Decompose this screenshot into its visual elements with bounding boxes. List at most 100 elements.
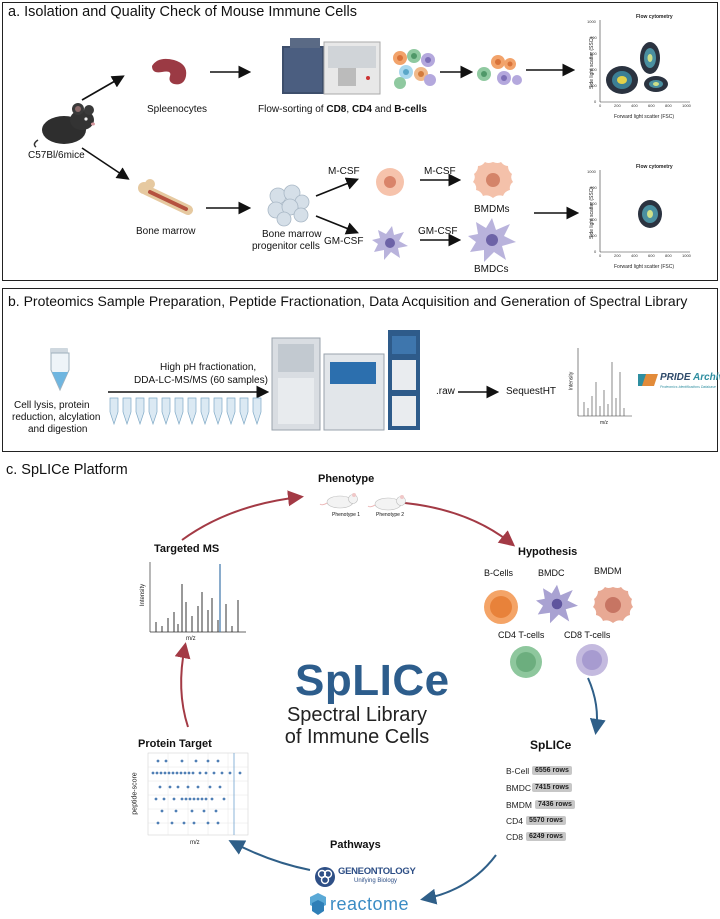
splice-center-subtitle-1: Spectral Library (286, 704, 428, 726)
mcsf-label-2: M-CSF (424, 166, 456, 177)
sequest-label: SequestHT (506, 386, 557, 397)
protein-target-ylabel: peptide-score (131, 772, 139, 815)
spectrum-small-xlabel: m/z (600, 420, 609, 426)
lysis-label-1: Cell lysis, protein (14, 400, 90, 411)
flow-plot-bottom-xtick-0: 0 (599, 253, 602, 258)
cd8-label: CD8 T-cells (564, 630, 611, 640)
bmdc-hypothesis-icon (536, 584, 578, 624)
flow-plot-top-title: Flow cytometry (636, 14, 673, 20)
flow-plot-top-xtick-1: 200 (614, 103, 621, 108)
splice-center-subtitle-2: of Immune Cells (284, 726, 430, 748)
flow-plot-bottom-xtick-5: 1000 (682, 253, 691, 258)
flow-plot-bottom-ytick-1: 200 (590, 233, 597, 238)
mcsf-label-1: M-CSF (328, 166, 360, 177)
flow-plot-bottom-xtick-3: 600 (648, 253, 655, 258)
bmdm-icon (473, 162, 513, 198)
arrow-mouse-to-spleen (81, 63, 580, 247)
cd8-icon (576, 644, 608, 676)
flow-plot-bottom-title: Flow cytometry (636, 164, 673, 170)
protein-target-xlabel: m/z (190, 840, 200, 846)
bmdms-label: BMDMs (474, 204, 510, 215)
lysis-label-2: reduction, alcylation (12, 412, 101, 423)
library-row-cd4-label: CD4 (506, 816, 524, 826)
protein-target-plot (147, 752, 249, 836)
reactome-logo-icon (310, 893, 326, 915)
spleen-label: Spleenocytes (147, 104, 208, 115)
gene-ontology-logo-icon (315, 867, 335, 887)
gmcsf-label-2: GM-CSF (418, 226, 458, 237)
flow-sorter-icon (282, 38, 381, 95)
bcell-icon (484, 590, 518, 624)
library-row-bmdc-count: 7415 rows (532, 783, 572, 792)
mixed-cells-icon (393, 49, 436, 89)
flow-plot-bottom-ytick-2: 400 (590, 217, 597, 222)
cd4-label: CD4 T-cells (498, 630, 545, 640)
bmdcs-label: BMDCs (474, 264, 509, 275)
bmdm-label: BMDM (594, 566, 622, 576)
flow-plot-bottom-ytick-3: 600 (590, 201, 597, 206)
phenotype-1-label: Phenotype 1 (332, 512, 361, 518)
dendritic-precursor-icon (372, 226, 408, 260)
flow-plot-top-ytick-0: 0 (594, 99, 597, 104)
bmdc-label: BMDC (538, 568, 565, 578)
tube-icon (50, 348, 70, 392)
macrophage-precursor-icon (376, 168, 404, 196)
flow-plot-bottom-axes (599, 170, 690, 253)
bmdm-hypothesis-icon (593, 587, 633, 623)
flow-plot-top-xtick-4: 800 (665, 103, 672, 108)
flow-plot-bottom: Flow cytometry Side light scatter (SSC) … (578, 160, 713, 272)
bone-icon (138, 179, 193, 215)
targeted-ms-ylabel: Intensity (140, 583, 147, 607)
hypothesis-heading: Hypothesis (518, 546, 578, 558)
bcells-label: B-Cells (484, 568, 514, 578)
phenotype-2-label: Phenotype 2 (376, 512, 405, 518)
flow-plot-top-ytick-1: 200 (590, 83, 597, 88)
library-row-bmdm-count: 7436 rows (535, 800, 575, 809)
panel-c-title: c. SpLICe Platform (6, 462, 128, 478)
flow-plot-bottom-ytick-0: 0 (594, 249, 597, 254)
mouse-icon (33, 103, 95, 148)
library-row-cd8-count: 6249 rows (526, 832, 566, 841)
flow-sort-label: Flow-sorting of CD8, CD4 and B-cells (258, 104, 427, 115)
flow-plot-top-xlabel: Forward light scatter (FSC) (614, 114, 675, 120)
flow-plot-top-xtick-3: 600 (648, 103, 655, 108)
panel-a-title: a. Isolation and Quality Check of Mouse … (8, 4, 357, 20)
mouse-label: C57Bl/6mice (28, 150, 85, 161)
gmcsf-label-1: GM-CSF (324, 236, 364, 247)
reactome-text: reactome (330, 894, 410, 914)
flow-plot-top-xtick-5: 1000 (682, 103, 691, 108)
progenitor-label-1: Bone marrow (262, 229, 322, 240)
progenitor-label-2: progenitor cells (252, 241, 320, 252)
progenitor-cells-icon (267, 184, 310, 227)
library-row-bmdm-label: BMDM (506, 800, 532, 810)
splice-center-title: SpLICe (295, 656, 450, 705)
flow-plot-top: Flow cytometry Side light scatter (SSC) … (578, 10, 713, 122)
mass-spectrometer-icon (271, 330, 420, 431)
flow-plot-top-axes (599, 20, 690, 103)
mouse-phenotype-1-icon (319, 493, 358, 509)
spleen-icon (152, 58, 187, 85)
targeted-ms-heading: Targeted MS (154, 543, 220, 555)
panel-b-title: b. Proteomics Sample Preparation, Peptid… (8, 293, 688, 309)
flow-plot-top-ytick-5: 1000 (587, 19, 596, 24)
frac-label-2: DDA-LC-MS/MS (60 samples) (134, 375, 268, 386)
flow-plot-top-xtick-2: 400 (631, 103, 638, 108)
sorted-cells-icon (477, 55, 522, 85)
pride-logo-icon (638, 374, 658, 386)
flow-plot-bottom-ytick-4: 800 (590, 185, 597, 190)
gene-ontology-text: GENEONTOLOGY (338, 866, 416, 877)
flow-plot-bottom-ytick-5: 1000 (587, 169, 596, 174)
library-row-bcell-label: B-Cell (506, 766, 530, 776)
library-row-cd4-count: 5570 rows (526, 816, 566, 825)
phenotype-heading: Phenotype (318, 473, 375, 485)
bmdc-icon (468, 218, 516, 262)
raw-label: .raw (436, 386, 455, 397)
spectrum-small-icon (577, 348, 632, 417)
flow-plot-top-ytick-3: 600 (590, 51, 597, 56)
protein-target-heading: Protein Target (138, 738, 212, 750)
mouse-phenotype-2-icon (367, 495, 406, 511)
gene-ontology-subtitle: Unifying Biology (354, 878, 398, 884)
pathways-heading: Pathways (330, 839, 381, 851)
splice-heading: SpLICe (530, 738, 572, 752)
